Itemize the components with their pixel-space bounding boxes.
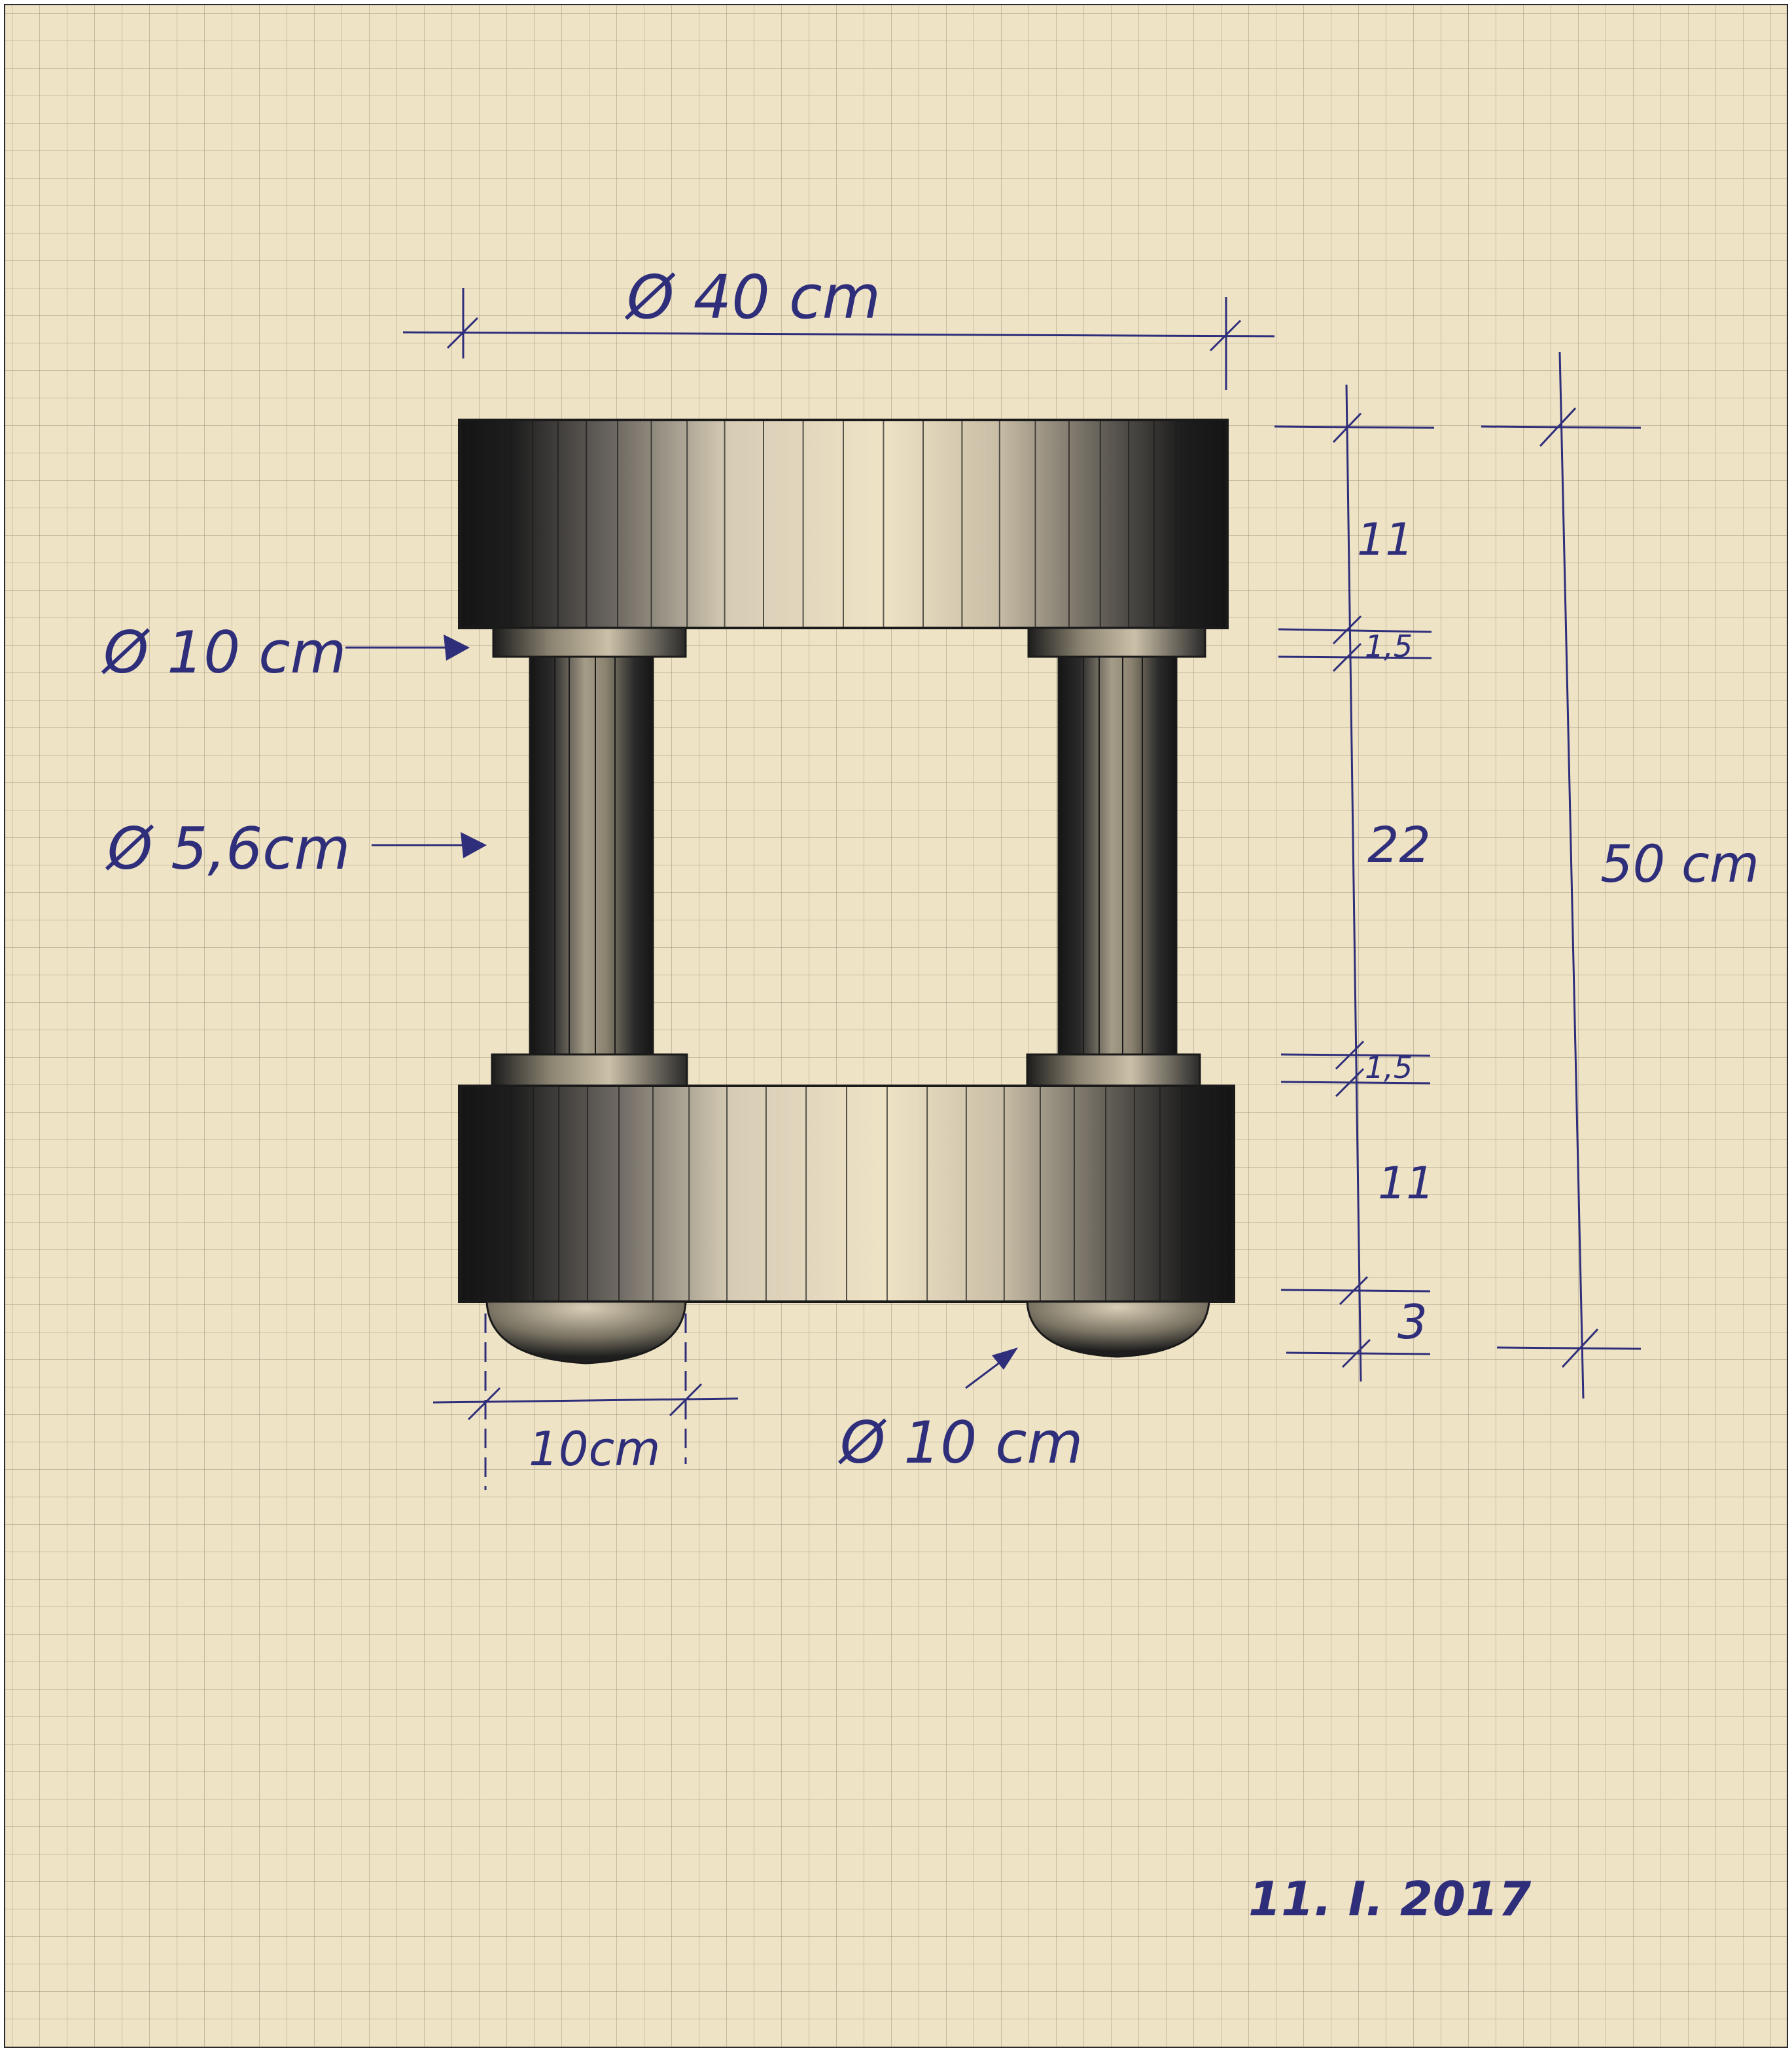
- right-height-dimensions: 11 1,5 22 1,5 11 3: [1274, 384, 1435, 1382]
- collar-diameter-label: Ø 10 cm: [101, 619, 346, 686]
- arrow-right-icon: [444, 635, 470, 661]
- right-top-collar: [1027, 627, 1206, 658]
- right-column: [1057, 655, 1178, 1056]
- foot-height-label: 3: [1397, 1295, 1428, 1349]
- arrow-right-icon: [461, 832, 487, 858]
- total-height-dimension: 50 cm: [1481, 351, 1759, 1399]
- upper-plate: [458, 419, 1229, 629]
- left-foot: [485, 1300, 687, 1365]
- top-width-dimension: Ø 40 cm: [402, 262, 1275, 390]
- technical-drawing: Ø 40 cm 11 1,5 22 1,5 11 3 50 cm Ø 10 cm: [101, 262, 1759, 1926]
- left-bottom-collar: [491, 1053, 688, 1087]
- lower-plate: [458, 1085, 1235, 1303]
- foot-diameter-label: Ø 10 cm: [837, 1409, 1083, 1476]
- left-column: [529, 655, 654, 1056]
- right-bottom-collar: [1026, 1053, 1201, 1087]
- graph-paper-sheet: Ø 40 cm 11 1,5 22 1,5 11 3 50 cm Ø 10 cm: [4, 4, 1788, 2048]
- arrow-diagonal-icon: [992, 1348, 1018, 1370]
- collar-bottom-height-label: 1,5: [1365, 1050, 1413, 1085]
- collar-top-height-label: 1,5: [1365, 629, 1413, 664]
- foot-diameter-callout: Ø 10 cm: [837, 1348, 1083, 1476]
- column-height-label: 22: [1367, 816, 1431, 874]
- upper-plate-height-label: 11: [1357, 514, 1414, 566]
- column-diameter-label: Ø 5,6cm: [105, 815, 350, 882]
- date-label: 11. I. 2017: [1248, 1871, 1531, 1926]
- collar-diameter-callout: Ø 10 cm: [101, 619, 470, 686]
- top-diameter-label: Ø 40 cm: [624, 262, 881, 332]
- right-foot: [1026, 1300, 1210, 1358]
- left-top-collar: [492, 627, 687, 658]
- lower-plate-height-label: 11: [1378, 1158, 1435, 1209]
- total-height-label: 50 cm: [1600, 835, 1759, 894]
- foot-width-dimension: 10cm: [432, 1313, 739, 1490]
- column-diameter-callout: Ø 5,6cm: [105, 815, 487, 882]
- foot-width-label: 10cm: [529, 1421, 660, 1476]
